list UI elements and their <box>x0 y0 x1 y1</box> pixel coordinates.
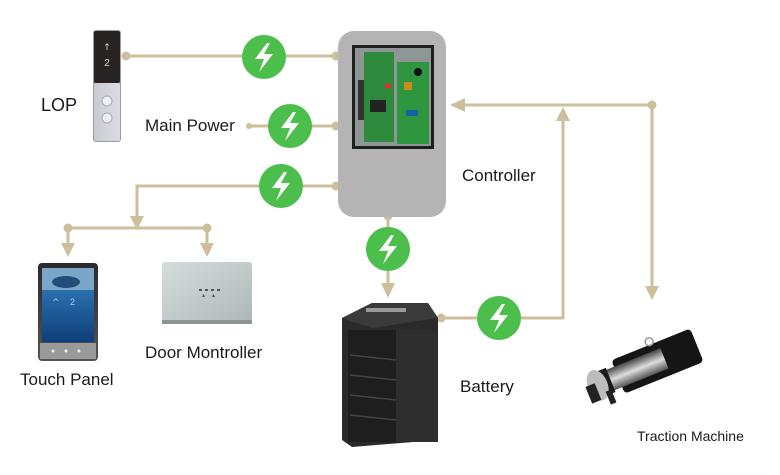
label-controller: Controller <box>462 166 536 185</box>
power-badges <box>242 35 521 340</box>
connector-controller-distribution <box>135 184 338 220</box>
arrow-down-icon <box>130 216 144 230</box>
arrow-up-icon <box>556 107 570 121</box>
lop-display-arrow: ↑ <box>103 43 111 53</box>
label-traction-machine: Traction Machine <box>637 428 744 444</box>
label-touch-panel: Touch Panel <box>20 370 114 389</box>
arrow-down-icon <box>645 286 659 300</box>
lightning-bolt-icon <box>477 296 521 340</box>
arrowheads <box>61 98 659 300</box>
svg-text:2: 2 <box>70 297 75 307</box>
arrow-down-icon <box>381 283 395 298</box>
pcb-left <box>364 52 394 142</box>
traction-machine-device[interactable] <box>577 322 705 411</box>
lightning-bolt-icon <box>366 227 410 271</box>
lop-device[interactable]: ↑ 2 <box>93 30 121 142</box>
lop-display-floor: 2 <box>104 58 110 69</box>
lightning-bolt-icon <box>242 35 286 79</box>
touch-panel-device[interactable]: ^ 2 <box>38 263 98 361</box>
label-door-controller: Door Montroller <box>145 343 263 362</box>
connector-battery-controller <box>440 118 565 320</box>
arrow-down-icon <box>200 243 214 257</box>
pcb-right <box>397 62 429 144</box>
lightning-bolt-icon <box>259 164 303 208</box>
door-controller-device[interactable] <box>162 262 252 324</box>
lightning-bolt-icon <box>268 104 312 148</box>
label-battery: Battery <box>460 377 514 396</box>
lop-call-button-up[interactable] <box>101 95 113 107</box>
arrow-down-icon <box>61 243 75 257</box>
controller-device[interactable] <box>338 31 446 217</box>
arrow-left-icon <box>450 98 465 112</box>
battery-device[interactable] <box>342 303 438 447</box>
label-lop: LOP <box>41 95 78 115</box>
label-main-power: Main Power <box>145 116 235 135</box>
svg-text:^: ^ <box>52 298 60 308</box>
lop-call-button-down[interactable] <box>101 112 113 124</box>
